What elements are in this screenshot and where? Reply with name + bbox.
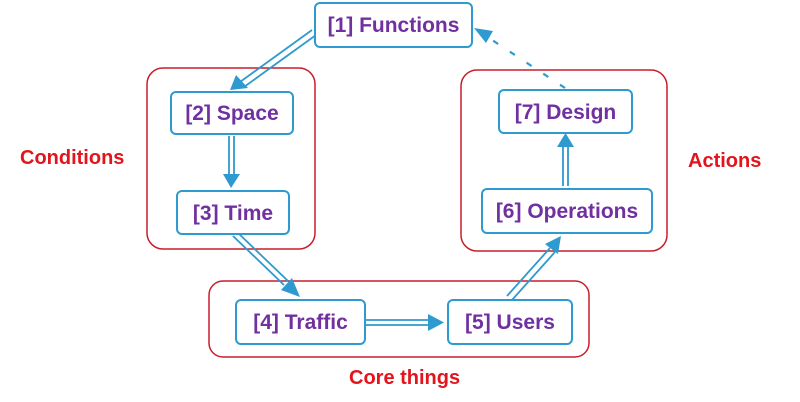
edge-users-to-operations: [506, 236, 561, 301]
edge-operations-to-design: [557, 133, 574, 186]
node-users: [5] Users: [447, 299, 573, 345]
node-label-operations: [6] Operations: [496, 200, 638, 223]
node-label-users: [5] Users: [465, 311, 555, 334]
edge-space-to-time: [223, 136, 240, 188]
node-traffic: [4] Traffic: [235, 299, 366, 345]
edge-design-to-functions: [474, 28, 566, 89]
group-label-actions: Actions: [688, 150, 761, 172]
node-operations: [6] Operations: [481, 188, 653, 234]
node-label-space: [2] Space: [185, 102, 278, 125]
group-box-core-things: [208, 280, 590, 358]
group-label-conditions: Conditions: [20, 147, 124, 169]
node-space: [2] Space: [170, 91, 294, 135]
node-label-design: [7] Design: [515, 101, 617, 124]
group-box-conditions: [146, 67, 316, 250]
group-label-core-things: Core things: [349, 367, 460, 389]
node-label-traffic: [4] Traffic: [253, 311, 348, 334]
node-time: [3] Time: [176, 190, 290, 235]
edge-functions-to-space: [230, 29, 317, 90]
node-label-time: [3] Time: [193, 202, 273, 225]
node-design: [7] Design: [498, 89, 633, 134]
node-label-functions: [1] Functions: [328, 14, 460, 37]
edge-traffic-to-users: [366, 314, 444, 331]
edge-time-to-traffic: [232, 231, 300, 297]
group-box-actions: [460, 69, 668, 252]
node-functions: [1] Functions: [314, 2, 473, 48]
